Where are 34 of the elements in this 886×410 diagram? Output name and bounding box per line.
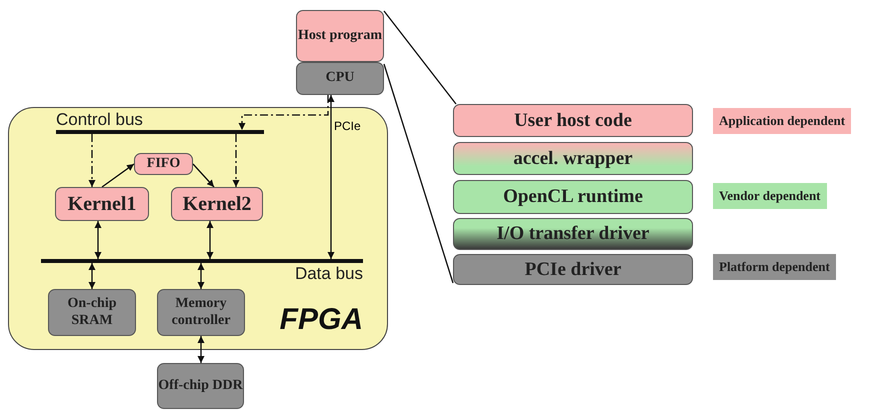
- legend-text: Vendor dependent: [719, 188, 820, 204]
- bus-label: Data bus: [294, 264, 363, 284]
- memory-box: On-chip SRAM: [48, 289, 136, 336]
- stack-layer: PCIe driver: [453, 254, 693, 285]
- legend-text: Platform dependent: [719, 259, 830, 275]
- stack-layer: OpenCL runtime: [453, 180, 693, 214]
- block-title: FPGA: [280, 303, 363, 337]
- connector-line: [383, 64, 454, 284]
- arrow: [328, 95, 334, 259]
- arrow: [88, 263, 96, 289]
- arrow: [94, 221, 102, 259]
- stack-layer: I/O transfer driver: [453, 218, 693, 250]
- kernel-box: Kernel1: [55, 187, 149, 221]
- arrow: [192, 164, 214, 188]
- arrow: [206, 221, 214, 259]
- arrow: [102, 163, 134, 188]
- stack-layer: User host code: [453, 104, 693, 137]
- arrow: [88, 134, 96, 187]
- processor-box: CPU: [296, 62, 384, 95]
- buffer-box: FIFO: [134, 153, 193, 175]
- connector-line: [383, 10, 457, 104]
- kernel-box: Kernel2: [171, 187, 263, 221]
- software-box: Host program: [296, 10, 384, 62]
- arrow: [198, 336, 204, 363]
- arrow: [232, 134, 240, 187]
- arrow: [238, 95, 329, 130]
- edge-label: PCIe: [333, 119, 362, 133]
- fpga-block: [8, 107, 388, 350]
- controller-box: Memory controller: [157, 289, 245, 336]
- legend-text: Application dependent: [719, 113, 846, 129]
- stack-layer: accel. wrapper: [453, 142, 693, 175]
- memory-box: Off-chip DDR: [157, 363, 244, 409]
- arrow: [198, 263, 204, 289]
- bus-label: Control bus: [56, 110, 143, 130]
